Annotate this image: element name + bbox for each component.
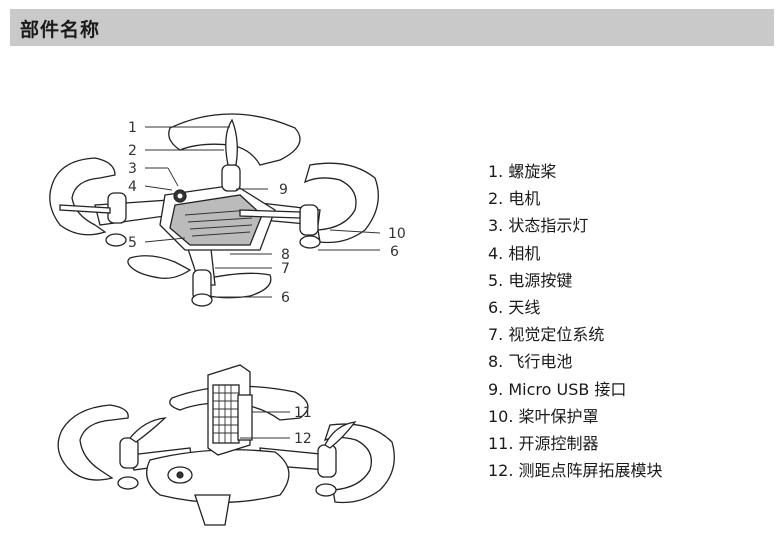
list-item: 2. 电机 — [488, 189, 541, 209]
list-item: 10. 桨叶保护罩 — [488, 406, 599, 426]
callout-10: 10 — [388, 226, 406, 242]
list-item: 4. 相机 — [488, 243, 541, 263]
callout-6-right: 6 — [390, 244, 399, 260]
callout-9: 9 — [279, 182, 288, 198]
list-item: 8. 飞行电池 — [488, 352, 573, 372]
parts-list: 1. 螺旋桨 2. 电机 3. 状态指示灯 4. 相机 5. 电源按键 6. 天… — [488, 158, 663, 484]
list-item: 7. 视觉定位系统 — [488, 325, 605, 345]
list-item: 12. 测距点阵屏拓展模块 — [488, 461, 663, 481]
drone-top-illustration: 1 2 3 4 5 6 7 8 9 10 6 — [49, 113, 406, 307]
callout-11: 11 — [294, 405, 312, 421]
section-title: 部件名称 — [20, 19, 101, 41]
list-item: 11. 开源控制器 — [488, 433, 599, 453]
list-item: 3. 状态指示灯 — [488, 216, 589, 236]
callout-4: 4 — [128, 179, 137, 195]
callout-1: 1 — [128, 120, 137, 136]
list-item: 6. 天线 — [488, 297, 541, 317]
callout-12: 12 — [294, 431, 312, 447]
drone-bottom-illustration: 11 12 — [57, 364, 395, 526]
list-item: 1. 螺旋桨 — [488, 162, 557, 181]
callout-2: 2 — [128, 143, 137, 159]
callout-8: 8 — [281, 247, 290, 263]
list-item: 5. 电源按键 — [488, 270, 573, 290]
callout-5: 5 — [128, 235, 137, 251]
callout-7: 7 — [281, 261, 290, 277]
section-header: 部件名称 — [10, 9, 774, 46]
callout-6-bottom: 6 — [281, 290, 290, 306]
list-item: 9. Micro USB 接口 — [488, 379, 627, 399]
callout-3: 3 — [128, 161, 137, 177]
